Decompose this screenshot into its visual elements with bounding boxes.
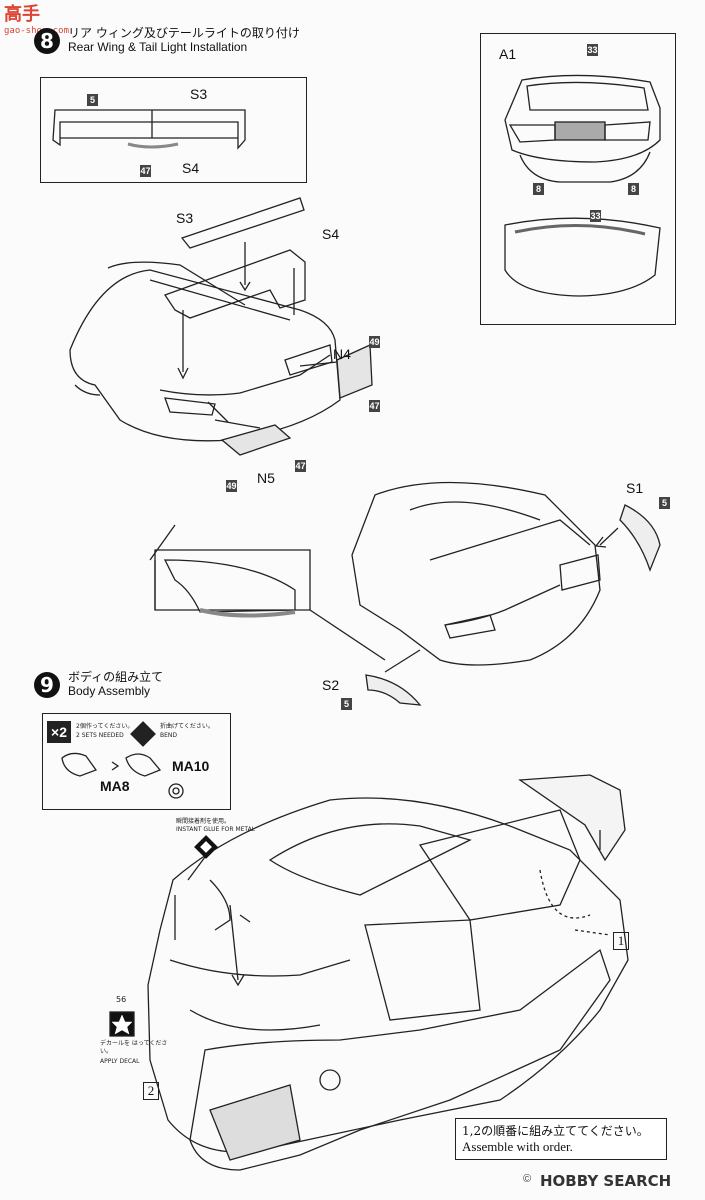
- rear-detail-box: [480, 33, 676, 325]
- color-code-47-n4: 47: [369, 400, 380, 412]
- color-code-47-wing: 47: [140, 165, 151, 177]
- step-9-number: 9: [34, 672, 60, 698]
- hobby-search-logo: HOBBY SEARCH: [540, 1172, 672, 1190]
- order-note-box: 1,2の順番に組み立ててください。 Assemble with order.: [455, 1118, 667, 1160]
- assembly-box-2: 2: [143, 1082, 159, 1100]
- decal-note-en: APPLY DECAL: [100, 1058, 140, 1065]
- sub-assembly-box: [42, 713, 231, 810]
- part-label-n4: N4: [333, 346, 351, 362]
- glue-note-jp: 瞬間接着剤を使用。: [176, 818, 231, 825]
- step-9-title-en: Body Assembly: [68, 684, 151, 698]
- watermark-logo-text: 高手: [4, 4, 40, 25]
- watermark-site-text: gao-shou.com: [4, 26, 70, 36]
- x2-badge: ×2: [47, 721, 71, 743]
- decal-note-jp: デカールを はってください。: [100, 1040, 168, 1055]
- x2-note-en: 2 SETS NEEDED: [76, 732, 124, 739]
- color-code-5-wing: 5: [87, 94, 98, 106]
- step-8-title-en: Rear Wing & Tail Light Installation: [68, 40, 248, 54]
- color-code-47-n5: 47: [295, 460, 306, 472]
- part-label-s4-detail: S4: [182, 160, 200, 176]
- color-code-33-bottom: 33: [590, 210, 601, 222]
- part-label-s3: S3: [176, 210, 194, 226]
- step-8-title-jp: リア ウィング及びテールライトの取り付け: [68, 26, 300, 40]
- part-label-s2: S2: [322, 677, 340, 693]
- color-code-49-n5: 49: [226, 480, 237, 492]
- part-label-n5: N5: [257, 470, 275, 486]
- color-code-5-s2: 5: [341, 698, 352, 710]
- copyright-symbol: ©: [523, 1173, 532, 1185]
- order-note-jp: 1,2の順番に組み立ててください。: [462, 1124, 649, 1138]
- bend-note-jp: 折曲げてください。: [160, 723, 214, 730]
- bend-note-en: BEND: [160, 732, 178, 739]
- part-label-ma8: MA8: [100, 778, 130, 794]
- part-label-ma10: MA10: [172, 758, 210, 774]
- glue-note-en: INSTANT GLUE FOR METAL: [176, 826, 256, 833]
- color-code-8-right: 8: [628, 183, 639, 195]
- part-label-s3-detail: S3: [190, 86, 208, 102]
- wing-detail-box: [40, 77, 307, 183]
- color-code-5-s1: 5: [659, 497, 670, 509]
- order-note-en: Assemble with order.: [462, 1139, 573, 1154]
- step-8-number: 8: [34, 28, 60, 54]
- color-code-8-left: 8: [533, 183, 544, 195]
- x2-note-jp: 2個作ってください。: [76, 723, 134, 730]
- part-label-s1: S1: [626, 480, 644, 496]
- assembly-box-1: 1: [613, 932, 629, 950]
- part-label-s4: S4: [322, 226, 340, 242]
- part-label-a1: A1: [499, 46, 517, 62]
- color-code-33-top: 33: [587, 44, 598, 56]
- step-9-title-jp: ボディの組み立て: [68, 670, 164, 684]
- decal-number: 56: [116, 995, 127, 1004]
- color-code-49-n4: 49: [369, 336, 380, 348]
